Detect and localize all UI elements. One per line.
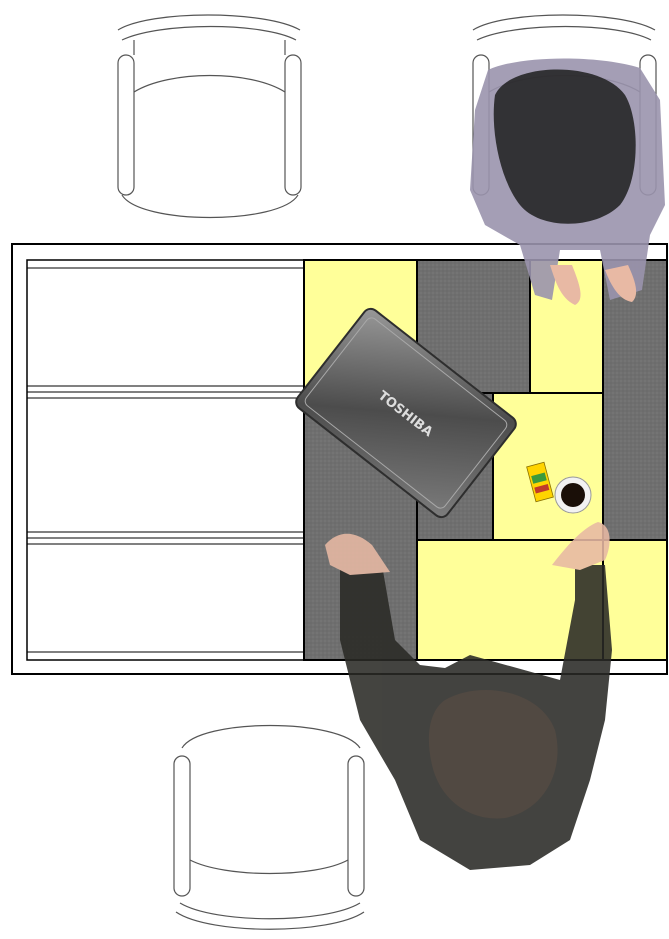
conference-table — [12, 244, 667, 674]
chair-bottom — [174, 726, 364, 930]
chair-top-left — [118, 15, 301, 218]
coffee-cup — [555, 477, 591, 513]
